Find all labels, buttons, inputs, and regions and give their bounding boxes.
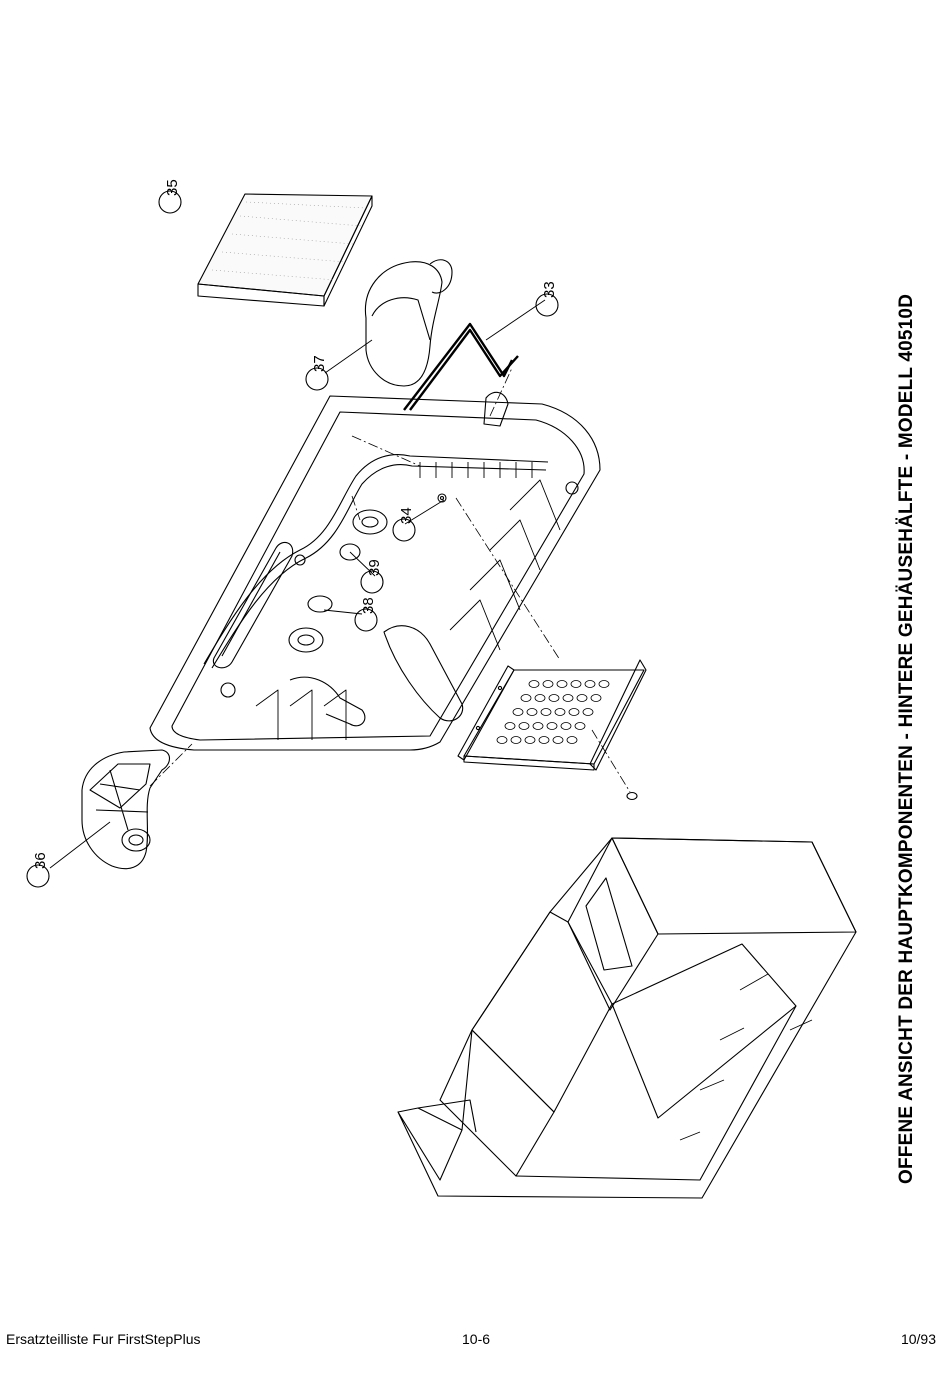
footer-document-title: Ersatzteilliste Fur FirstStepPlus (6, 1331, 201, 1347)
callout-39: 39 (366, 559, 383, 576)
filter-pad (198, 194, 372, 306)
callout-37: 37 (311, 355, 328, 372)
end-cap-left (82, 750, 170, 869)
callout-36: 36 (32, 852, 49, 869)
grille-plate (458, 660, 646, 770)
footer-date: 10/93 (901, 1331, 936, 1347)
callout-33: 33 (541, 281, 558, 298)
packing-box (398, 838, 856, 1198)
page-title: OFFENE ANSICHT DER HAUPTKOMPONENTEN - HI… (896, 294, 918, 1184)
nut (627, 793, 637, 800)
callout-34: 34 (398, 507, 415, 524)
footer-page-number: 10-6 (462, 1331, 490, 1347)
end-cap-right (365, 260, 452, 386)
callout-35: 35 (164, 179, 181, 196)
wire-clip (404, 324, 518, 410)
callout-38: 38 (360, 597, 377, 614)
